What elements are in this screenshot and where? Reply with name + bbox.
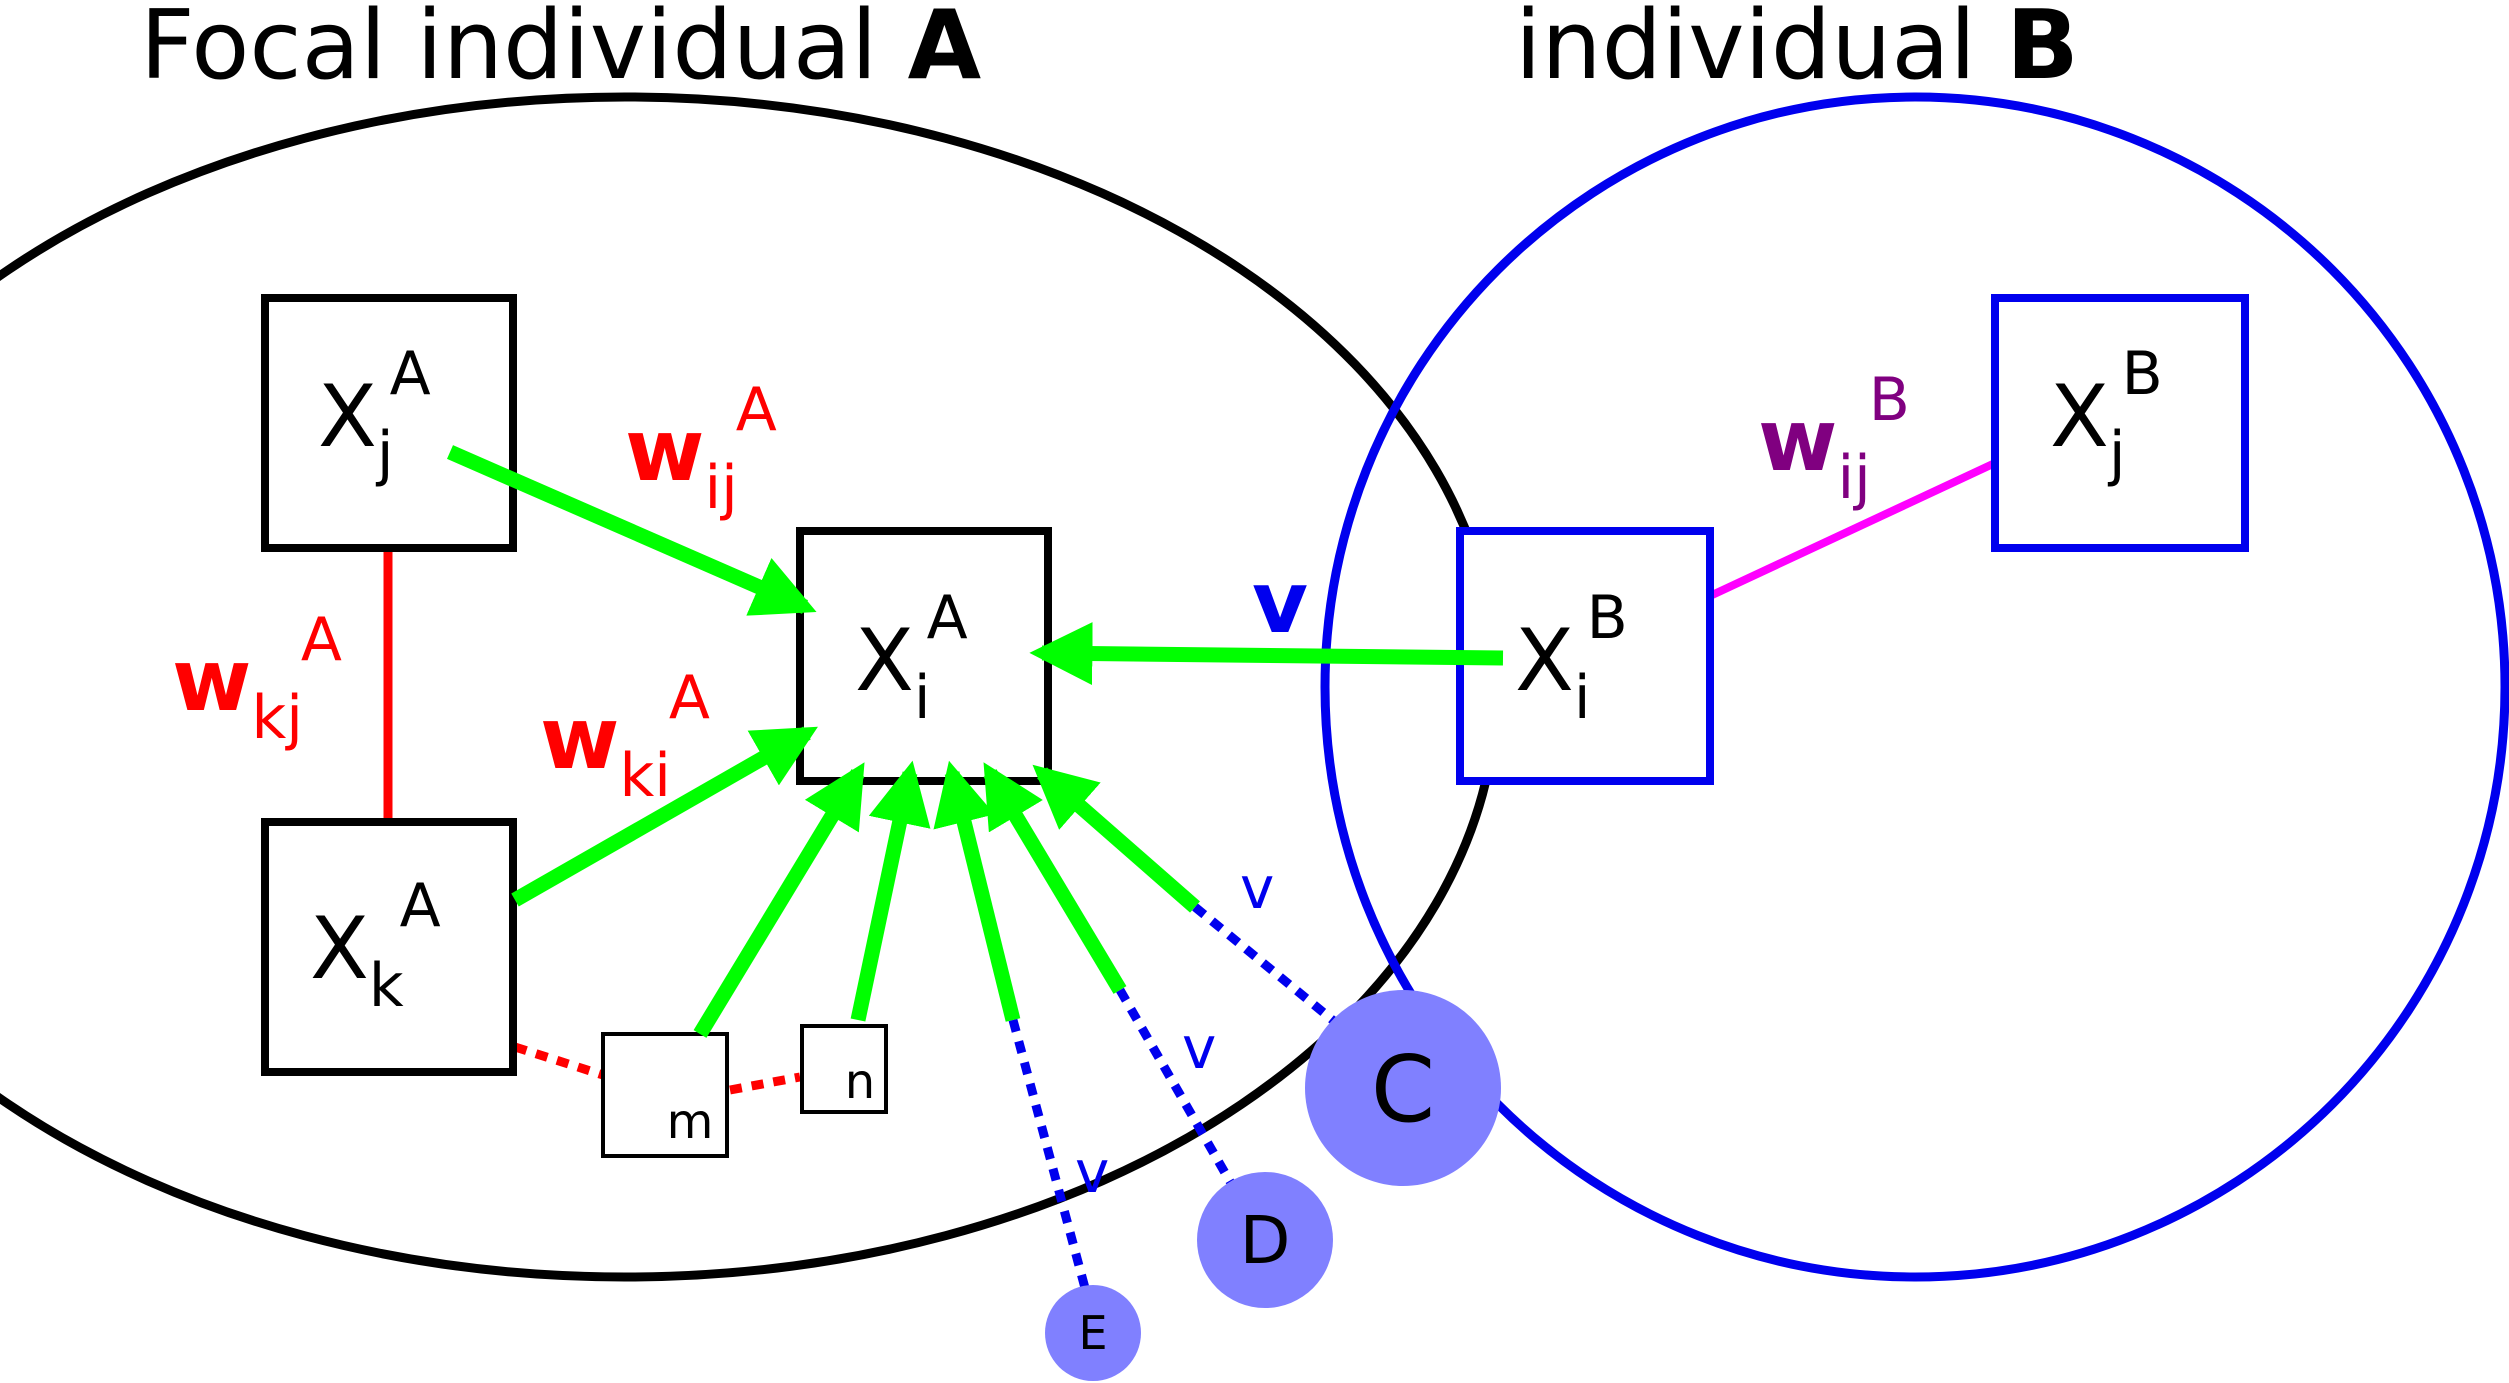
e-dotted-link: [1008, 1018, 1090, 1290]
arrow-e-to-xi: [933, 760, 1021, 1022]
green-arrows: [446, 445, 1504, 1038]
arrow-xib-to-xia: [1029, 622, 1504, 686]
external-node-e-label: E: [1078, 1306, 1107, 1360]
label-wij-b: wijB: [1758, 365, 1910, 513]
node-n: [800, 1024, 888, 1114]
m-n-dotted-link: [729, 1072, 801, 1095]
label-m: m: [667, 1094, 714, 1150]
xk-m-dotted-link: [513, 1042, 605, 1080]
label-wki-a: wkiA: [540, 663, 710, 811]
label-xi-a: XiA: [855, 583, 968, 733]
node-m: [601, 1032, 729, 1158]
arrow-d-to-xi: [983, 762, 1127, 994]
v-label-e: v: [1075, 1138, 1109, 1206]
external-node-d-label: D: [1240, 1202, 1291, 1279]
arrow-xj-to-xi: [446, 445, 817, 616]
individual-b-circle: [1320, 92, 2509, 1282]
node-xj-a: [261, 294, 517, 552]
label-n: n: [845, 1054, 875, 1110]
wij-b-link: [1708, 459, 1997, 600]
v-label-d: v: [1182, 1014, 1216, 1082]
title-individual-b: individual B: [1515, 0, 2079, 101]
label-xk-a: XkA: [310, 871, 441, 1021]
label-wij-a: wijA: [625, 375, 777, 523]
d-dotted-link: [1116, 987, 1236, 1188]
node-xj-b: [1991, 294, 2249, 552]
label-xj-a: XjA: [318, 339, 431, 489]
label-xj-b: XjB: [2050, 339, 2163, 489]
arrow-n-to-xi: [850, 760, 931, 1022]
external-node-d: [1197, 1172, 1333, 1308]
external-node-c-label: C: [1371, 1036, 1435, 1143]
label-xi-b: XiB: [1515, 583, 1628, 733]
title-focal-individual-a: Focal individual A: [140, 0, 982, 101]
arrow-m-to-xi: [693, 762, 865, 1038]
v-label-c: v: [1240, 854, 1274, 922]
c-dotted-link: [1192, 903, 1338, 1026]
v-label-b: v: [1252, 553, 1308, 653]
node-xk-a: [261, 818, 517, 1076]
node-xi-a: [796, 527, 1052, 785]
arrow-c-to-xi: [1032, 764, 1200, 913]
external-node-e: [1045, 1285, 1141, 1381]
label-wkj-a: wkjA: [172, 605, 342, 753]
arrow-xk-to-xi: [511, 726, 818, 907]
external-node-c: [1305, 990, 1501, 1186]
